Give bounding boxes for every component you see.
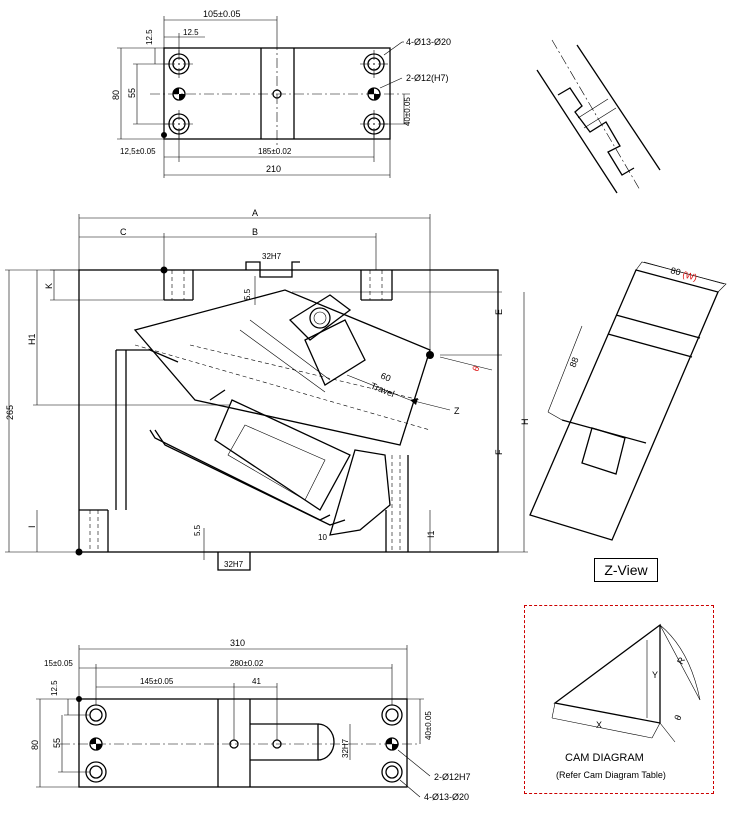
dim-H1: H1 [27,333,37,345]
dim-12-5-b: 12.5 [145,29,154,45]
hole-32h7-bottom: 32H7 [224,560,244,569]
top-view: 105±0.05 12.5 12.5 80 55 40±0.05 12,5±0.… [111,9,451,178]
cam-label-R: R [675,655,687,666]
bottom-dim-32h7: 32H7 [341,738,350,758]
callout-holes-bottom: 4-Ø13-Ø20 [424,792,469,802]
dim-55: 55 [127,88,137,98]
dim-B: B [252,227,258,237]
dim-E: E [494,309,504,315]
callout-pins-bottom: 2-Ø12H7 [434,772,471,782]
cam-label-X: X [596,720,602,730]
bottom-dim-15: 15±0.05 [44,659,73,668]
dim-I: I [27,525,37,528]
dim-265: 265 [5,405,15,420]
top-hole-tr [360,50,388,78]
cam-diagram-title: CAM DIAGRAM [565,752,644,764]
slide-detail [536,39,661,194]
dim-80: 80 [111,90,121,100]
bottom-view: 310 15±0.05 280±0.02 145±0.05 41 12.5 80… [30,638,471,802]
callout-holes-top: 4-Ø13-Ø20 [406,37,451,47]
cam-triangle [553,623,661,724]
z-view-label: Z-View [594,558,658,582]
dim-F: F [494,449,504,455]
slide-body [133,289,431,446]
dim-A: A [252,208,258,218]
dim-185: 185±0.02 [258,147,292,156]
dim-12-5-a: 12.5 [183,28,199,37]
bottom-dim-55: 55 [52,738,62,748]
dim-K: K [44,283,54,289]
bottom-dim-41: 41 [252,677,261,686]
dim-C: C [120,227,127,237]
cam-diagram: Y X θ R [551,623,701,743]
dim-105: 105±0.05 [203,9,240,19]
bottom-hole-tr [381,704,403,726]
view-Z-marker: Z [454,406,460,416]
angle-theta: θ [470,365,481,373]
dim-40: 40±0.05 [403,97,412,126]
dim-210: 210 [266,164,281,174]
bottom-hole-br [381,761,403,783]
dim-H: H [520,419,530,426]
dim-5-5-bottom: 5.5 [193,524,202,536]
bottom-dim-310: 310 [230,638,245,648]
zview-dim-W: (W) [681,269,698,282]
z-view: 80 (W) 88 [529,261,727,541]
front-view: A C B K H1 265 I E F H I1 32H7 5.5 5.5 [5,208,530,571]
frame-outline [78,269,499,553]
top-center-hole [272,89,282,99]
bottom-plate-outline [78,698,408,788]
bottom-dim-280: 280±0.02 [230,659,264,668]
zview-dim-88: 88 [568,356,581,369]
cam-diagram-frame [524,605,714,794]
bottom-dim-40: 40±0.05 [424,711,433,740]
bottom-dim-12-5: 12.5 [50,680,59,696]
dim-5-5-top: 5.5 [243,288,252,300]
travel-value: 60 [379,371,392,384]
dim-I1: I1 [426,530,436,538]
z-view-outline [529,269,719,541]
hole-32h7-top: 32H7 [262,252,282,261]
bottom-dim-145: 145±0.05 [140,677,174,686]
cam-diagram-subtitle: (Refer Cam Diagram Table) [556,770,666,780]
bottom-pin-right [385,737,399,751]
dim-12-5-c: 12,5±0.05 [120,147,156,156]
travel-label: Travel [369,381,396,400]
top-pin-left [172,87,186,101]
zview-dim-80: 80 [669,265,681,277]
callout-pins-top: 2-Ø12(H7) [406,73,449,83]
bottom-dim-80: 80 [30,740,40,750]
cam-label-theta: θ [672,714,683,722]
dim-10: 10 [318,533,327,542]
cam-label-Y: Y [652,670,658,680]
top-pin-right [367,87,381,101]
bottom-pin-left [89,737,103,751]
